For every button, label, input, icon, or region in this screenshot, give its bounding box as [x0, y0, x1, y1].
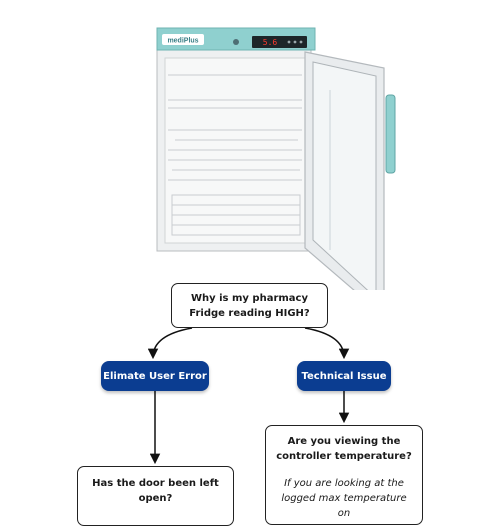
panel-lock-icon: [233, 39, 239, 45]
wire-shelf: [168, 129, 302, 151]
door-question-text: Has the door been left open?: [92, 478, 219, 504]
arrow-to-user-error: [147, 327, 193, 360]
brand-badge: [162, 34, 204, 45]
display-button-icon: [287, 40, 291, 44]
glass-door-pane: [312, 61, 377, 290]
door-handle: [385, 94, 396, 174]
user-error-label: Elimate User Error: [103, 370, 207, 382]
display-button-icon: [299, 40, 303, 44]
main-question-text: Why is my pharmacy Fridge reading HIGH?: [189, 292, 310, 319]
display-button-icon: [293, 40, 297, 44]
fridge-brand-label: mediPlus: [167, 38, 198, 45]
technical-issue-label: Technical Issue: [301, 370, 387, 382]
door-question-node: Has the door been left open?: [77, 466, 234, 526]
controller-hint-text: If you are looking at the logged max tem…: [281, 478, 407, 519]
pharmacy-fridge-illustration: mediPlus 5.6: [156, 27, 396, 290]
user-error-node: Elimate User Error: [101, 361, 209, 391]
arrow-to-technical-issue: [304, 327, 350, 360]
wire-basket: [171, 194, 301, 236]
flowchart-connectors: [147, 327, 350, 465]
temperature-display: [252, 36, 307, 48]
main-question-node: Why is my pharmacy Fridge reading HIGH?: [171, 283, 328, 328]
controller-question-node: Are you viewing the controller temperatu…: [265, 425, 423, 525]
wire-shelf: [168, 74, 302, 109]
display-reading: 5.6: [263, 38, 278, 47]
technical-issue-node: Technical Issue: [297, 361, 391, 391]
controller-question-text: Are you viewing the controller temperatu…: [276, 436, 412, 462]
wire-shelf: [168, 159, 302, 181]
